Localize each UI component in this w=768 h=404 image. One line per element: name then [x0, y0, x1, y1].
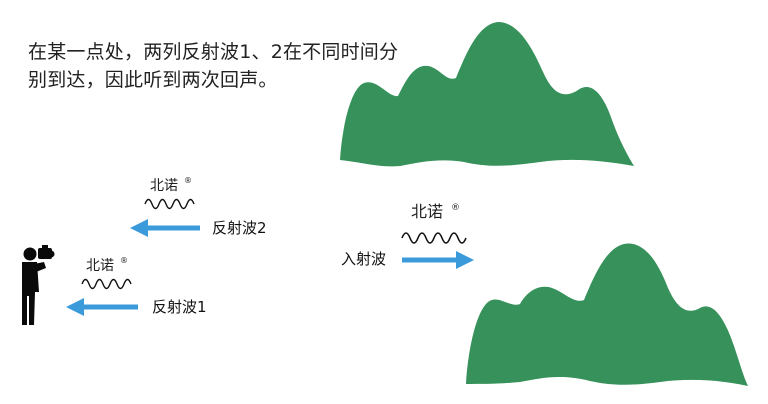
label-incident-wave: 入射波 — [341, 250, 386, 268]
wave-squiggle-2 — [144, 198, 195, 210]
watermark-incident: 北诺 — [411, 202, 443, 221]
reflected-arrow-1 — [66, 298, 138, 316]
caption-line-1: 在某一点处，两列反射波1、2在不同时间分 — [28, 41, 399, 63]
label-reflected-wave-2: 反射波2 — [212, 219, 267, 237]
reflected-arrow-2 — [130, 219, 200, 237]
watermark-reflected-1: 北诺 — [86, 258, 114, 274]
caption-line-2: 别到达，因此听到两次回声。 — [28, 69, 278, 91]
incident-arrow — [402, 251, 474, 269]
mountain-lower — [466, 243, 748, 386]
watermark-incident-mark: ® — [451, 203, 460, 213]
watermark-reflected-1-mark: ® — [120, 256, 128, 265]
watermark-reflected-2-mark: ® — [184, 176, 192, 185]
caption: 在某一点处，两列反射波1、2在不同时间分 别到达，因此听到两次回声。 — [28, 38, 428, 94]
wave-squiggle-1 — [81, 278, 132, 290]
mountain-upper — [340, 22, 634, 167]
label-reflected-wave-1: 反射波1 — [152, 298, 207, 316]
watermark-reflected-2: 北诺 — [150, 178, 178, 194]
wave-squiggle-incident — [401, 232, 467, 244]
person-with-camera-icon — [22, 245, 55, 325]
